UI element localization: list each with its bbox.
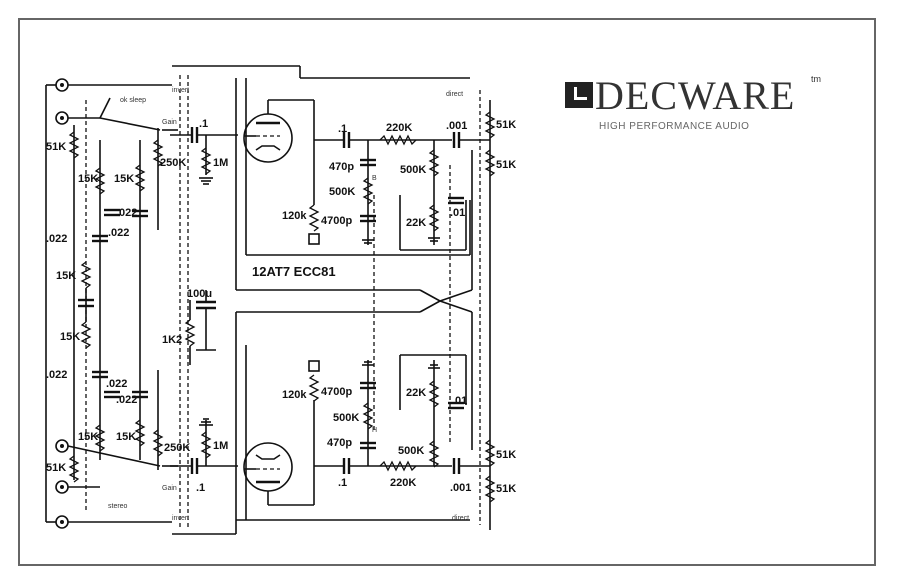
label-top-r-22k: 22K [406, 217, 426, 229]
label-bottom-c-coupling-in: .1 [196, 482, 205, 494]
brand-name: DECWARE [595, 73, 796, 118]
label-bottom-r-15k-b: 15K [116, 431, 136, 443]
label-bottom-c-022-c: .022 [46, 369, 67, 381]
brand-trademark: tm [811, 74, 821, 84]
input-jacks-top [55, 78, 172, 131]
label-middle-c-100u: 100u [187, 288, 212, 300]
b-plus-terminal-top [308, 233, 320, 245]
label-middle-r-1k2: 1K2 [162, 334, 182, 346]
decware-logo: DECWARE tm HIGH PERFORMANCE AUDIO [561, 73, 821, 136]
label-top-c-022-b: .022 [108, 227, 129, 239]
label-top-r-15k-c: 15K [56, 270, 76, 282]
label-bottom-pot-500k-tone: 500K [333, 412, 359, 424]
tube-v1b [243, 400, 315, 506]
b-plus-terminal-bottom [308, 360, 320, 372]
label-top-tone-letter: B [372, 175, 377, 182]
tube-label: 12AT7 ECC81 [252, 264, 336, 279]
label-bottom-r-plate: 120k [282, 389, 307, 401]
label-bottom-r-out-b: 51K [496, 483, 516, 495]
label-bottom-r-220k: 220K [390, 477, 416, 489]
switch-label-bottom-direct: direct [452, 515, 469, 522]
schematic-frame [18, 18, 876, 566]
label-top-r-out-a: 51K [496, 119, 516, 131]
label-top-r-220k: 220K [386, 122, 412, 134]
label-bottom-pot-500k-out: 500K [398, 445, 424, 457]
label-bottom-c-022-b: .022 [116, 394, 137, 406]
label-top-c-022-c: .022 [46, 233, 67, 245]
label-bottom-r-22k: 22K [406, 387, 426, 399]
label-top-r-15k-a: 15K [78, 173, 98, 185]
label-bottom-c-001: .001 [450, 482, 471, 494]
label-bottom-tone-letter: H [372, 427, 377, 434]
switch-label-gain-top: Gain [162, 119, 177, 126]
brand-tagline: HIGH PERFORMANCE AUDIO [599, 121, 750, 132]
switch-label-top-direct: direct [446, 91, 463, 98]
label-middle-r-15k: 15K [60, 331, 80, 343]
label-top-r-plate: 120k [282, 210, 307, 222]
label-top-c-coupling-out: .1 [338, 123, 347, 135]
tube-v1a [243, 99, 315, 205]
label-top-r-15k-b: 15K [114, 173, 134, 185]
label-top-c-4700p: 4700p [321, 215, 352, 227]
label-bottom-pot-250k: 250K [164, 442, 190, 454]
label-bottom-r-15k-a: 15K [78, 431, 98, 443]
label-top-c-470p: 470p [329, 161, 354, 173]
label-top-c-coupling-in: .1 [199, 118, 208, 130]
decware-logo-mark-icon [565, 82, 593, 108]
label-top-pot-500k-out: 500K [400, 164, 426, 176]
label-bottom-r-grid-1m: 1M [213, 440, 228, 452]
switch-label-gain-bottom: Gain [162, 485, 177, 492]
switch-label-bottom-left: stereo [108, 503, 128, 510]
label-top-c-001: .001 [446, 120, 467, 132]
label-top-c-01: .01 [450, 207, 465, 219]
label-bottom-c-022-a: .022 [106, 378, 127, 390]
label-top-r-grid-1m: 1M [213, 157, 228, 169]
input-jacks-bottom [55, 439, 172, 529]
label-bottom-r-in: 51K [46, 462, 66, 474]
label-bottom-c-coupling-out: .1 [338, 477, 347, 489]
label-bottom-r-out-a: 51K [496, 449, 516, 461]
switch-label-top-left: ok sleep [120, 97, 146, 104]
label-top-pot-500k-tone: 500K [329, 186, 355, 198]
label-bottom-c-01: .01 [452, 395, 467, 407]
label-top-pot-250k: 250K [160, 157, 186, 169]
label-top-c-022-a: .022 [116, 207, 137, 219]
label-bottom-c-470p: 470p [327, 437, 352, 449]
switch-label-bottom-invert: invert [172, 515, 189, 522]
label-bottom-c-4700p: 4700p [321, 386, 352, 398]
label-top-r-out-b: 51K [496, 159, 516, 171]
label-top-r-in: 51K [46, 141, 66, 153]
switch-label-top-invert: invert [172, 87, 189, 94]
